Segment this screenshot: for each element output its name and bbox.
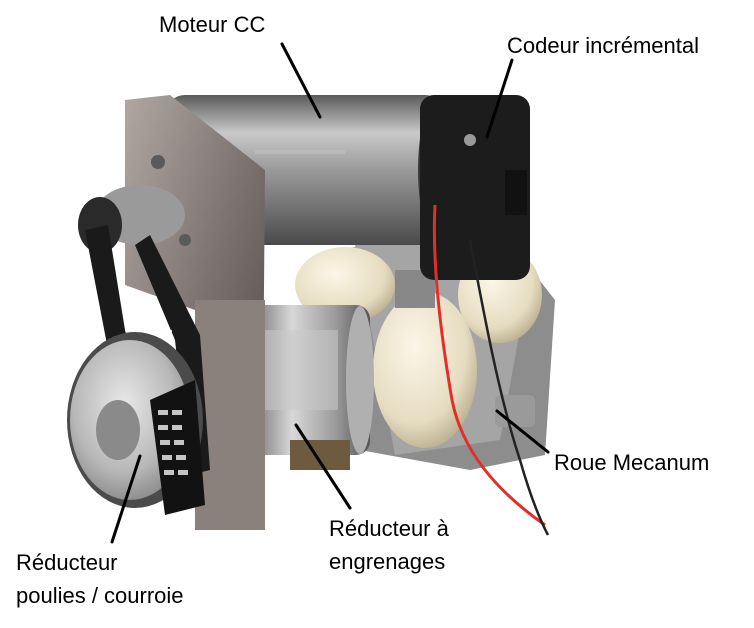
gear-reducer [250, 305, 374, 470]
reducer-label-plate [258, 330, 338, 410]
roller-front [373, 292, 477, 448]
large-pulley-hub [96, 400, 140, 460]
label-roue-mecanum: Roue Mecanum [554, 450, 710, 475]
label-reducteur-poulies-line2: poulies / courroie [16, 583, 184, 608]
bracket-screw-2 [179, 234, 191, 246]
label-reducteur-poulies-line1: Réducteur [16, 550, 118, 575]
leader-moteur [280, 42, 322, 119]
black-wire [468, 239, 550, 536]
label-reducteur-engrenages-line2: engrenages [329, 549, 446, 574]
bracket-screw [151, 155, 165, 169]
leader-engrenages [294, 423, 352, 510]
label-moteur-cc: Moteur CC [159, 12, 266, 37]
wheel-clamp-lower [495, 395, 535, 427]
label-reducteur-engrenages-line1: Réducteur à [329, 516, 449, 541]
leader-roue [495, 409, 550, 454]
leader-codeur [485, 58, 514, 139]
reducer-mount [290, 440, 350, 470]
encoder-screw [464, 134, 476, 146]
label-codeur-incremental: Codeur incrémental [507, 33, 699, 58]
belt-pulley-reducer [67, 185, 210, 515]
roller-top-left [295, 247, 395, 323]
leader-poulies [110, 454, 142, 544]
incremental-encoder [420, 95, 530, 280]
red-wire [432, 204, 546, 527]
